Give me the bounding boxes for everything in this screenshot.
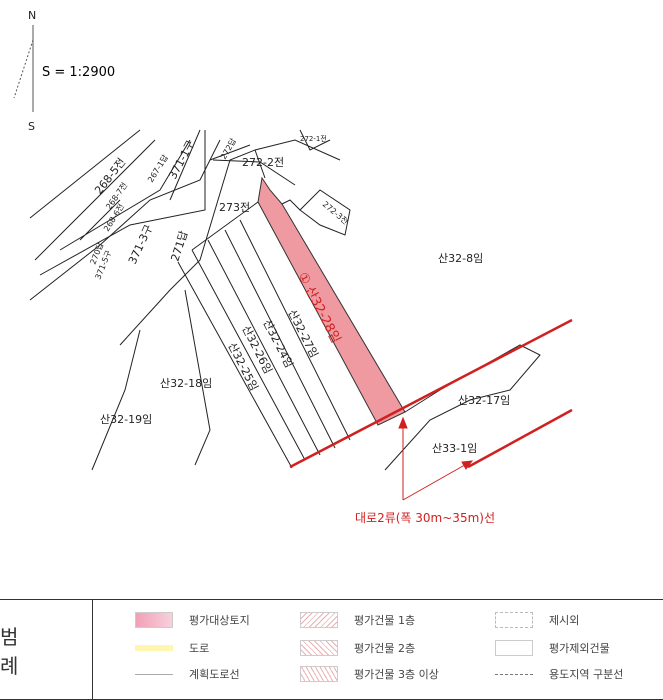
planned-road-lines	[289, 318, 573, 469]
road-swatch	[135, 645, 173, 651]
parcel-label: 272답	[218, 136, 238, 161]
legend-item: 평가건물 3층 이상	[354, 668, 439, 681]
parcel-label: 271답	[168, 229, 190, 263]
zone-boundary-swatch	[495, 673, 533, 675]
legend-item: 평가건물 1층	[354, 614, 416, 627]
legend-item: 평가제외건물	[549, 642, 610, 655]
road-annotation-arrow	[398, 416, 474, 501]
north-arrow	[13, 25, 34, 112]
legend-item: 도로	[189, 642, 210, 655]
building-1f-swatch	[300, 612, 338, 628]
legend-item: 평가건물 2층	[354, 642, 416, 655]
parcel-label: 272-2전	[242, 156, 284, 169]
north-label: N	[28, 9, 36, 22]
building-2f-swatch	[300, 640, 338, 656]
other-swatch	[495, 612, 533, 628]
cadastral-map: N S S = 1:2900 대로2류(폭 30m~35m)선 268-5전 2…	[13, 9, 573, 525]
planned-road-swatch	[135, 673, 173, 675]
parcel-label: 산32-8임	[438, 252, 483, 265]
parcel-label: 산32-18임	[160, 377, 212, 390]
legend-item: 용도지역 구분선	[549, 668, 624, 681]
excluded-building-swatch	[495, 640, 533, 656]
road-annotation: 대로2류(폭 30m~35m)선	[355, 511, 495, 525]
south-label: S	[28, 120, 35, 133]
parcel-label: 371-1구	[166, 138, 197, 181]
legend-item: 평가대상토지	[189, 614, 250, 627]
parcel-label: 273전	[219, 201, 250, 214]
subject-land-swatch	[135, 612, 173, 628]
parcel-label: 272-3전	[321, 199, 351, 226]
legend-title: 범 례	[0, 600, 93, 699]
parcel-label: 산32-19임	[100, 413, 152, 426]
parcel-label: 산32-17임	[458, 394, 510, 407]
parcel-label: 371-3구	[126, 223, 156, 267]
scale-label: S = 1:2900	[42, 65, 115, 80]
parcel-label: 산33-1임	[432, 442, 477, 455]
legend: 범 례 평가대상토지 도로 계획도로선 평가건물 1층 평가건물 2층 평가건물…	[0, 599, 663, 700]
legend-item: 계획도로선	[189, 668, 240, 681]
legend-item: 제시외	[549, 614, 580, 627]
building-3f-swatch	[300, 666, 338, 682]
parcel-label: 272-1전	[300, 134, 327, 143]
